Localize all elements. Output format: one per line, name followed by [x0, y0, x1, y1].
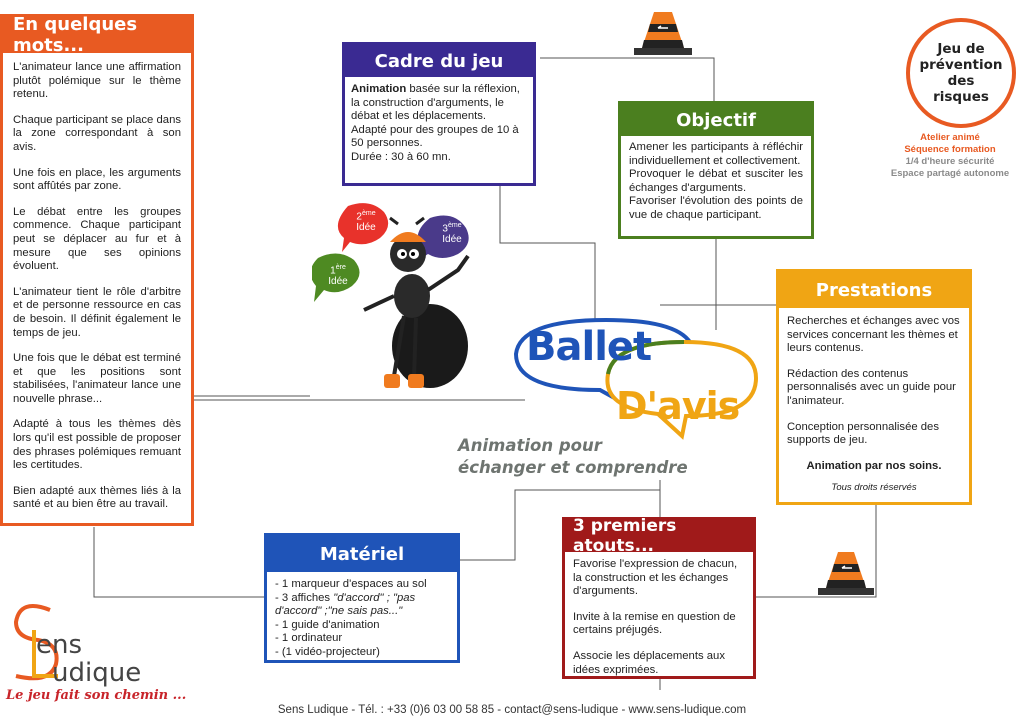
game-frame-bold: Animation [351, 83, 407, 95]
traffic-cone-icon [818, 552, 874, 595]
game-frame-title: Cadre du jeu [345, 45, 533, 77]
tag-training: Séquence formation [904, 144, 996, 155]
objective-title: Objectif [621, 104, 811, 136]
equipment-item: - 3 affiches [275, 591, 334, 604]
idea-2-label: 2ème Idée [348, 208, 384, 233]
idea-1-word: Idée [328, 276, 348, 288]
idea-1-number: 1 [330, 265, 336, 277]
services-text: Recherches et échanges avec vos services… [787, 315, 960, 355]
description-paragraph: Le débat entre les groupes commence. Cha… [13, 205, 181, 273]
idea-2-suffix: ème [361, 210, 376, 217]
prevention-badge-text: Jeu de prévention des risques [919, 41, 1003, 105]
tag-workshop: Atelier animé [920, 132, 980, 143]
advantages-title: 3 premiers atouts... [565, 516, 753, 556]
idea-1-suffix: ère [335, 264, 346, 271]
logo-word-sens: ens [36, 630, 83, 660]
game-frame-text: basée sur la réflexion, la construction … [351, 83, 520, 123]
objective-panel: Objectif Amener les participants à réflé… [618, 101, 814, 239]
idea-1-label: 1ère Idée [320, 262, 356, 287]
description-paragraph: Une fois en place, les arguments sont af… [13, 166, 181, 193]
objective-text: Provoquer le débat et susciter les échan… [629, 168, 803, 194]
advantages-panel: 3 premiers atouts... Favorise l'expressi… [562, 516, 756, 679]
subtitle-line: Animation pour [458, 436, 602, 455]
advantages-text: Favorise l'expression de chacun, la cons… [573, 558, 738, 598]
equipment-item: - (1 vidéo-projecteur) [275, 645, 380, 658]
idea-3-suffix: ème [447, 222, 462, 229]
advantages-text: Associe les déplacements aux idées expri… [573, 649, 725, 676]
footer-contact: Sens Ludique - Tél. : +33 (0)6 03 00 58 … [277, 704, 747, 716]
subtitle-line: échanger et comprendre [458, 458, 688, 477]
services-title: Prestations [779, 272, 969, 308]
objective-text: Amener les participants à réfléchir indi… [629, 141, 803, 167]
idea-2-number: 2 [356, 211, 362, 223]
advantages-text: Invite à la remise en question de certai… [573, 610, 736, 637]
equipment-panel: Matériel - 1 marqueur d'espaces au sol -… [264, 533, 460, 663]
services-text: Animation par nos soins. [806, 459, 942, 472]
description-paragraph: L'animateur lance une affirmation plutôt… [13, 61, 181, 101]
idea-3-word: Idée [442, 234, 462, 246]
game-frame-text: Durée : 30 à 60 mn. [351, 150, 451, 163]
services-text: Conception personnalisée des supports de… [787, 420, 939, 447]
description-paragraph: L'animateur tient le rôle d'arbitre et d… [13, 285, 181, 339]
game-frame-text: Adapté pour des groupes de 10 à 50 perso… [351, 123, 519, 150]
services-panel: Prestations Recherches et échanges avec … [776, 269, 972, 505]
description-paragraph: Chaque participant se place dans la zone… [13, 113, 181, 153]
game-frame-panel: Cadre du jeu Animation basée sur la réfl… [342, 42, 536, 186]
tag-shared-space: Espace partagé autonome [890, 168, 1010, 179]
prevention-badge: Jeu de prévention des risques [906, 18, 1016, 128]
sens-ludique-logo-mark [13, 604, 59, 681]
description-paragraph: Adapté à tous les thèmes dès lors qu'il … [13, 418, 181, 472]
rights-note: Tous droits réservés [831, 482, 917, 494]
equipment-item-quote: "d'accord" ; "pas d'accord" ;"ne sais pa… [275, 591, 416, 618]
description-panel: En quelques mots... L'animateur lance un… [0, 14, 194, 526]
services-text: Rédaction des contenus personnalisés ave… [787, 367, 956, 407]
title-speech-bubbles [513, 317, 759, 440]
logo-word-ludique: udique [52, 658, 142, 688]
tag-safety: 1/4 d'heure sécurité [905, 156, 995, 167]
ballet-word: Ballet [526, 324, 652, 370]
traffic-cone-icon [634, 12, 692, 55]
equipment-item: - 1 marqueur d'espaces au sol [275, 578, 427, 590]
equipment-title: Matériel [267, 536, 457, 572]
idea-2-word: Idée [356, 222, 376, 234]
objective-text: Favoriser l'évolution des points de vue … [629, 195, 803, 221]
description-paragraph: Bien adapté aux thèmes liés à la santé e… [13, 484, 181, 511]
equipment-item: - 1 guide d'animation [275, 618, 380, 631]
ant-mascot-illustration [312, 203, 470, 388]
logo-tagline: Le jeu fait son chemin ... [6, 688, 187, 703]
davis-word: D'avis [616, 384, 740, 428]
description-paragraph: Une fois que le débat est terminé et que… [13, 352, 181, 405]
equipment-item: - 1 ordinateur [275, 632, 343, 645]
idea-3-number: 3 [442, 223, 448, 235]
description-title: En quelques mots... [3, 14, 191, 56]
idea-3-label: 3ème Idée [434, 220, 470, 245]
